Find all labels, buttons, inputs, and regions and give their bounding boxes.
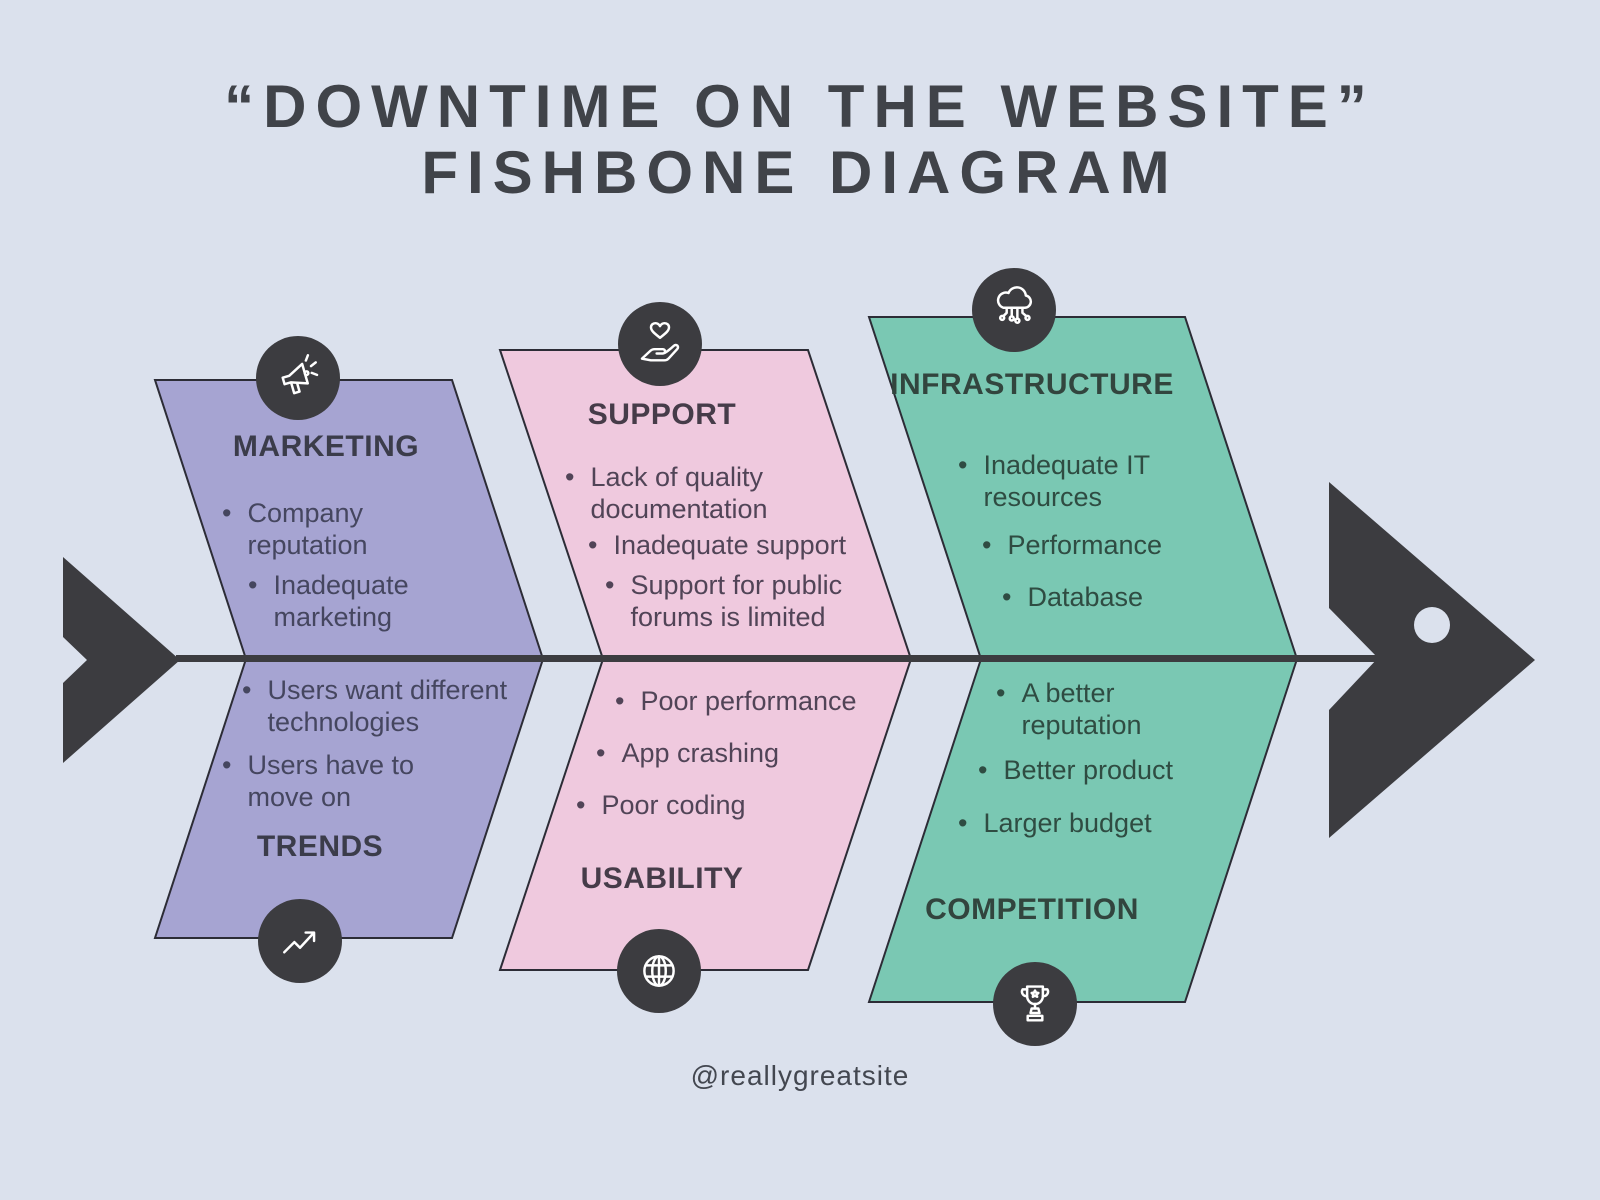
fish-spine (176, 655, 1378, 662)
bullet-dot: • (588, 530, 598, 560)
marketing-heading: MARKETING (232, 430, 420, 463)
infrastructure-heading: INFRASTRUCTURE (890, 368, 1174, 401)
bullet-dot: • (248, 570, 258, 600)
bullet-dot: • (242, 675, 252, 705)
bullet-dot: • (565, 462, 575, 492)
list-item-text: Support for public forums is limited (630, 570, 843, 632)
list-item-text: Poor performance (640, 686, 857, 716)
marketing-icon-circle (256, 336, 340, 420)
list-item: • A better reputation (996, 678, 1206, 741)
list-item-text: Lack of quality documentation (590, 462, 768, 524)
list-item-text: Larger budget (983, 808, 1152, 838)
list-item: • Support for public forums is limited (605, 570, 870, 633)
bullet-dot: • (996, 678, 1006, 708)
fish-head (1329, 482, 1535, 838)
title-line-2: FISHBONE DIAGRAM (421, 139, 1179, 206)
fish-eye (1414, 607, 1450, 643)
bullet-dot: • (982, 530, 992, 560)
megaphone-icon (281, 354, 319, 395)
list-item-text: Performance (1007, 530, 1163, 560)
support-heading: SUPPORT (587, 398, 737, 431)
list-item: • Users want different technologies (242, 675, 537, 738)
competition-icon-circle (993, 962, 1077, 1046)
list-item: • Lack of quality documentation (565, 462, 810, 525)
fish-tail (63, 557, 180, 763)
title-line-1: “DOWNTIME ON THE WEBSITE” (224, 73, 1376, 140)
hand-heart-icon (640, 321, 680, 362)
list-item: • App crashing (596, 738, 846, 770)
bullet-dot: • (615, 686, 625, 716)
bullet-dot: • (576, 790, 586, 820)
bullet-dot: • (958, 450, 968, 480)
list-item: • Performance (982, 530, 1212, 562)
list-item-text: Inadequate support (613, 530, 847, 560)
trend-up-icon (283, 931, 316, 954)
bullet-dot: • (222, 498, 232, 528)
list-item: • Larger budget (958, 808, 1208, 840)
list-item: • Better product (978, 755, 1228, 787)
trophy-icon (1020, 985, 1050, 1022)
list-item: • Inadequate marketing (248, 570, 488, 633)
usability-icon-circle (617, 929, 701, 1013)
bullet-dot: • (978, 755, 988, 785)
list-item-text: A better reputation (1021, 678, 1142, 740)
globe-icon (643, 955, 675, 987)
bullet-dot: • (222, 750, 232, 780)
list-item-text: Users have to move on (247, 750, 415, 812)
infrastructure-icon-circle (972, 268, 1056, 352)
list-item: • Poor coding (576, 790, 826, 822)
bullet-dot: • (1002, 582, 1012, 612)
site-handle: @reallygreatsite (690, 1060, 910, 1091)
list-item-text: Inadequate IT resources (983, 450, 1150, 512)
bullet-dot: • (605, 570, 615, 600)
list-item-text: Poor coding (601, 790, 746, 820)
list-item: • Users have to move on (222, 750, 452, 813)
trends-heading: TRENDS (256, 830, 384, 863)
list-item: • Company reputation (222, 498, 452, 561)
list-item: • Inadequate support (588, 530, 878, 562)
usability-heading: USABILITY (580, 862, 744, 895)
list-item-text: App crashing (621, 738, 780, 768)
bullet-dot: • (596, 738, 606, 768)
trends-icon-circle (258, 899, 342, 983)
list-item: • Inadequate IT resources (958, 450, 1188, 513)
bullet-dot: • (958, 808, 968, 838)
list-item-text: Users want different technologies (267, 675, 508, 737)
list-item: • Database (1002, 582, 1212, 614)
page-title: “DOWNTIME ON THE WEBSITE” FISHBONE DIAGR… (0, 74, 1600, 206)
list-item-text: Database (1027, 582, 1144, 612)
list-item: • Poor performance (615, 686, 885, 718)
cloud-network-icon (996, 286, 1033, 324)
list-item-text: Inadequate marketing (273, 570, 409, 632)
list-item-text: Company reputation (247, 498, 368, 560)
competition-heading: COMPETITION (925, 893, 1139, 926)
list-item-text: Better product (1003, 755, 1174, 785)
support-icon-circle (618, 302, 702, 386)
